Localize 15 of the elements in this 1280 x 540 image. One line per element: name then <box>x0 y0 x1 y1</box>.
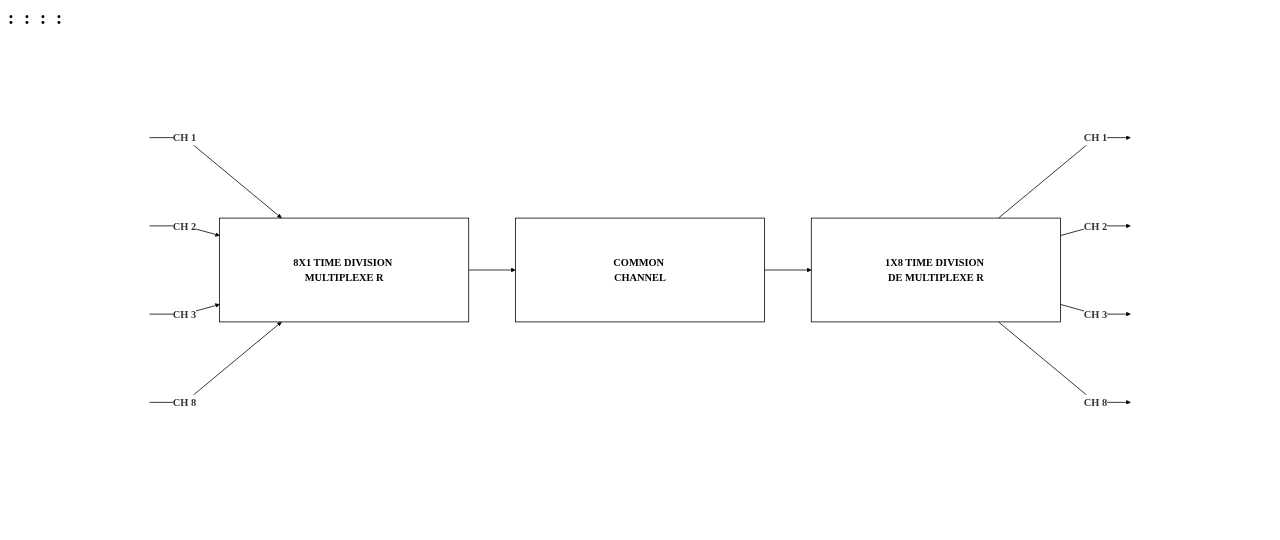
node-box: COMMON CHANNEL <box>515 217 765 323</box>
edge-label: CH 8 <box>1083 396 1108 409</box>
node-box: 8X1 TIME DIVISION MULTIPLEXE R <box>219 217 470 323</box>
edge-label: CH 2 <box>1083 220 1108 232</box>
edge-label: CH 2 <box>172 220 197 232</box>
ellipsis-mark: : <box>56 8 62 28</box>
ellipsis-mark: : <box>40 8 46 28</box>
edge-label: CH 8 <box>172 396 197 409</box>
edge-label: CH 3 <box>172 308 197 320</box>
edge-label: CH 1 <box>1083 131 1108 144</box>
edge-label: CH 1 <box>172 131 197 144</box>
ellipsis-mark: : <box>8 8 14 28</box>
node-box: 1X8 TIME DIVISION DE MULTIPLEXE R <box>810 217 1061 323</box>
edge-label: CH 3 <box>1083 308 1108 320</box>
ellipsis-mark: : <box>24 8 30 28</box>
